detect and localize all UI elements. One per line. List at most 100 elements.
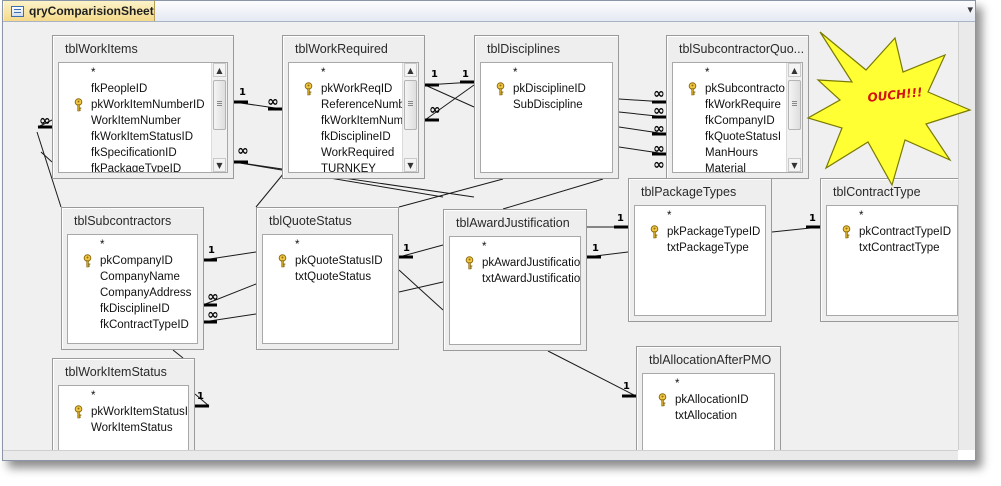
field-row[interactable]: *	[295, 237, 299, 253]
scroll-thumb[interactable]	[213, 80, 226, 130]
scroll-up-arrow-icon[interactable]: ▲	[213, 63, 226, 77]
relationship-line[interactable]	[502, 178, 604, 210]
field-row[interactable]: *	[675, 376, 679, 392]
relationship-line[interactable]	[172, 349, 184, 359]
field-row[interactable]: pkPackageTypeID	[650, 224, 760, 240]
field-row[interactable]: *	[100, 237, 104, 253]
field-row[interactable]: WorkItemNumber	[91, 113, 181, 129]
table-title[interactable]: tblWorkItems	[65, 42, 138, 56]
scroll-down-arrow-icon[interactable]: ▼	[788, 158, 801, 172]
relationship-line[interactable]	[398, 269, 444, 311]
field-row[interactable]: *	[513, 65, 517, 81]
relationship-line[interactable]	[194, 393, 210, 407]
field-row[interactable]: pkQuoteStatusID	[278, 253, 383, 269]
field-row[interactable]: pkWorkItemNumberID	[74, 97, 205, 113]
scroll-down-arrow-icon[interactable]: ▼	[404, 158, 417, 172]
field-row[interactable]: fkSpecificationID	[91, 145, 177, 161]
table-title[interactable]: tblWorkItemStatus	[65, 365, 167, 379]
field-row[interactable]: fkPackageTypeID	[91, 161, 181, 172]
field-row[interactable]: pkWorkItemStatusI	[74, 404, 188, 420]
tab-menu-icon[interactable]: ▾	[967, 3, 973, 16]
scroll-up-arrow-icon[interactable]: ▲	[404, 63, 417, 77]
table-title[interactable]: tblContractType	[833, 185, 921, 199]
field-list-scrollbar[interactable]: ▲▼	[786, 63, 802, 172]
field-row[interactable]: *	[91, 388, 95, 404]
field-row[interactable]: fkWorkItemStatusID	[91, 129, 193, 145]
table-title[interactable]: tblSubcontractors	[74, 214, 172, 228]
scroll-down-arrow-icon[interactable]: ▼	[213, 158, 226, 172]
scroll-thumb[interactable]	[788, 80, 801, 130]
relationship-line[interactable]	[202, 283, 257, 306]
tab-qry-comparision-sheet[interactable]: qryComparisionSheet	[4, 1, 155, 21]
field-row[interactable]: pkWorkReqID	[304, 81, 392, 97]
field-row[interactable]: ReferenceNumb	[321, 97, 405, 113]
field-row[interactable]: txtQuoteStatus	[295, 269, 371, 285]
field-row[interactable]: *	[321, 65, 325, 81]
field-list-scrollbar[interactable]: ▲▼	[211, 63, 227, 172]
table-title[interactable]: tblWorkRequired	[295, 42, 388, 56]
relationship-line[interactable]	[398, 281, 444, 293]
table-title[interactable]: tblAllocationAfterPMO	[649, 353, 772, 367]
field-row[interactable]: pkSubcontracto	[688, 81, 785, 97]
relationship-line[interactable]	[398, 178, 504, 208]
table-title[interactable]: tblPackageTypes	[641, 185, 737, 199]
field-row[interactable]: fkCompanyID	[705, 113, 775, 129]
relationship-line[interactable]	[547, 350, 637, 397]
scroll-thumb[interactable]	[404, 80, 417, 130]
relationship-line[interactable]	[40, 151, 53, 163]
field-row[interactable]: txtAwardJustificatio	[482, 271, 580, 287]
field-row[interactable]: fkWorkItemNum	[321, 113, 403, 129]
table-title[interactable]: tblAwardJustification	[456, 216, 570, 230]
field-row[interactable]: TURNKEY	[321, 161, 376, 172]
field-row[interactable]: pkCompanyID	[83, 253, 173, 269]
relationship-line[interactable]	[233, 161, 475, 198]
table-title[interactable]: tblSubcontractorQuo...	[679, 42, 805, 56]
field-row[interactable]: WorkItemStatus	[91, 420, 173, 436]
field-list-scrollbar[interactable]: ▲▼	[402, 63, 418, 172]
field-row[interactable]: fkDisciplineID	[100, 301, 170, 317]
field-row[interactable]: txtAllocation	[675, 408, 737, 424]
field-row[interactable]: pkAllocationID	[658, 392, 749, 408]
relationship-line[interactable]	[424, 84, 475, 108]
table-tblAwardJustification[interactable]: tblAwardJustification *pkAwardJustificati…	[443, 209, 587, 351]
relationship-line[interactable]	[36, 131, 62, 208]
field-row[interactable]: txtContractType	[859, 240, 940, 256]
field-row[interactable]: pkContractTypeID	[842, 224, 951, 240]
table-title[interactable]: tblDisciplines	[487, 42, 560, 56]
field-row[interactable]: pkDisciplineID	[496, 81, 586, 97]
field-row[interactable]: SubDiscipline	[513, 97, 583, 113]
field-row[interactable]: *	[859, 208, 863, 224]
field-row[interactable]: *	[482, 239, 486, 255]
field-row[interactable]: *	[705, 65, 709, 81]
field-row[interactable]: WorkRequired	[321, 145, 394, 161]
vertical-scrollbar[interactable]	[958, 22, 975, 450]
field-row[interactable]: fkDisciplineID	[321, 129, 391, 145]
field-row[interactable]: txtPackageType	[667, 240, 749, 256]
field-row[interactable]: Material	[705, 161, 746, 172]
table-title[interactable]: tblQuoteStatus	[269, 214, 352, 228]
field-row[interactable]: ManHours	[705, 145, 758, 161]
field-row[interactable]: *	[667, 208, 671, 224]
field-row[interactable]: CompanyName	[100, 269, 180, 285]
field-row[interactable]: fkQuoteStatusI	[705, 129, 781, 145]
scroll-up-arrow-icon[interactable]: ▲	[788, 63, 801, 77]
